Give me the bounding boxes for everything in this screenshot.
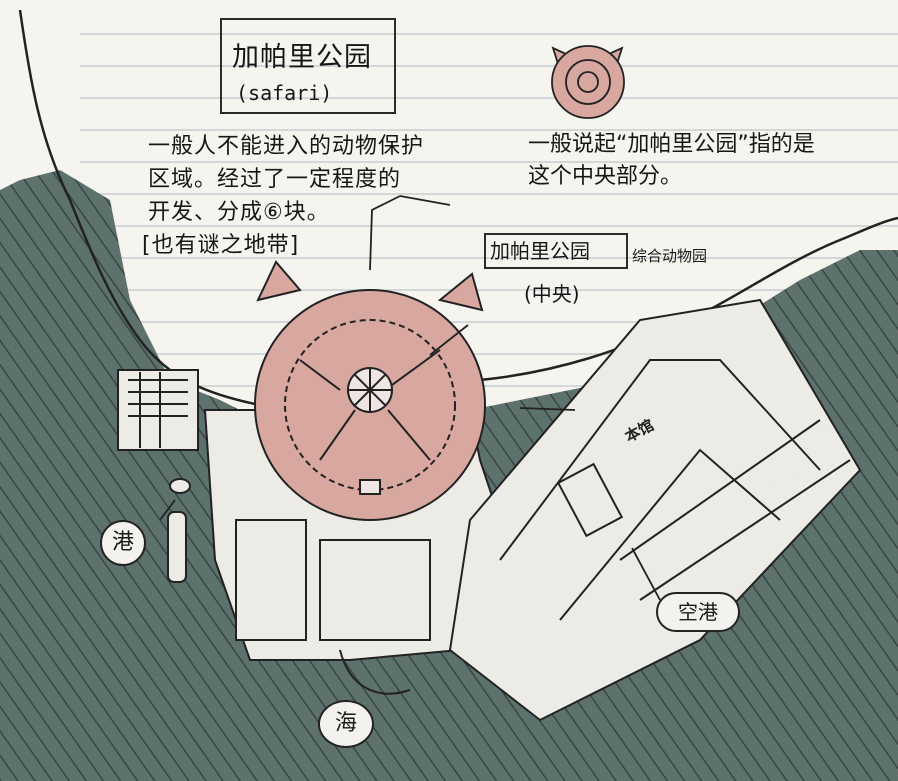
port-label: 港 (100, 520, 146, 566)
airport-label: 空港 (656, 592, 740, 632)
center-label-suffix: 综合动物园 (632, 247, 708, 265)
center-label-sub: (中央) (524, 282, 580, 306)
description-line-1: 一般人不能进入的动物保护 (148, 134, 425, 159)
sea-label: 海 (318, 700, 374, 748)
map-subtitle: (safari) (236, 81, 333, 105)
map-title: 加帕里公园 (232, 42, 372, 73)
cat-face-park-badge-icon (551, 45, 625, 119)
center-label-name: 加帕里公园 (490, 239, 590, 263)
coastline-right (479, 216, 898, 382)
left-harbor-block (117, 369, 199, 583)
leader-lines (159, 195, 661, 601)
airport-block (448, 298, 862, 722)
description-line-4: [也有谜之地带] (142, 233, 300, 258)
right-note-line-1: 一般说起“加帕里公园”指的是 (528, 132, 815, 157)
description-line-2: 区域。经过了一定程度的 (148, 167, 402, 192)
description-line-3: 开发、分成⑥块。 (148, 200, 330, 225)
right-note-line-2: 这个中央部分。 (528, 164, 683, 189)
title-box (220, 18, 396, 114)
center-label-box (484, 233, 628, 269)
park-circle (254, 260, 486, 521)
